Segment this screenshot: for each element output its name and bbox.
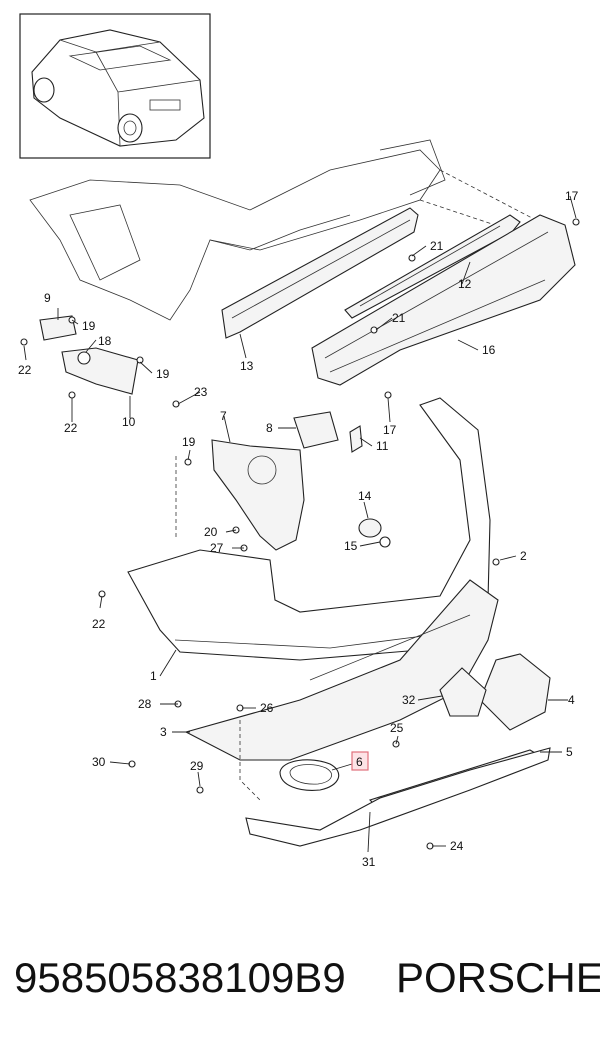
fasteners (20, 218, 580, 850)
callout-7: 7 (220, 409, 227, 423)
callout-16: 16 (482, 343, 496, 357)
callout-22-b: 22 (64, 421, 78, 435)
callout-5: 5 (566, 745, 573, 759)
callout-21-top: 21 (430, 239, 444, 253)
callout-30: 30 (92, 755, 106, 769)
callout-18: 18 (98, 334, 112, 348)
callout-31: 31 (362, 855, 376, 869)
callout-12: 12 (458, 277, 472, 291)
callout-24: 24 (450, 839, 464, 853)
callout-2: 2 (520, 549, 527, 563)
callout-20: 20 (204, 525, 218, 539)
callout-labels: 17 21 12 21 16 13 17 9 19 22 18 19 23 22… (18, 189, 579, 869)
part-number: 958505838109B9 (14, 954, 346, 1001)
part-12-bracket-rail (344, 214, 521, 319)
leader-lines (23, 195, 577, 853)
callout-15: 15 (344, 539, 358, 553)
part-15-grommet (379, 536, 391, 548)
callout-32: 32 (402, 693, 416, 707)
part-32-bracket (439, 667, 487, 717)
callout-10: 10 (122, 415, 136, 429)
callout-17-top: 17 (565, 189, 579, 203)
callout-17-lower: 17 (383, 423, 397, 437)
callout-1: 1 (150, 669, 157, 683)
part-4-trim (479, 653, 551, 731)
part-7-side-bracket (211, 439, 305, 551)
callout-19-c: 19 (182, 435, 196, 449)
highlight-box (351, 751, 369, 771)
callout-29: 29 (190, 759, 204, 773)
callout-19-a: 19 (82, 319, 96, 333)
callout-19-b: 19 (156, 367, 170, 381)
part-11-clip (349, 425, 363, 453)
callout-14: 14 (358, 489, 372, 503)
callout-27: 27 (210, 541, 224, 555)
part-3-diffuser (184, 579, 499, 761)
callout-28: 28 (138, 697, 152, 711)
part-10-guide-bracket (61, 347, 139, 395)
callout-4: 4 (568, 693, 575, 707)
callout-3: 3 (160, 725, 167, 739)
part-8-reflector-frame (293, 411, 339, 449)
parts-diagram: 17 21 12 21 16 13 17 9 19 22 18 19 23 22… (18, 13, 580, 869)
callout-8: 8 (266, 421, 273, 435)
part-6-exhaust-trim (279, 759, 340, 791)
part-16-bumper-carrier (311, 214, 576, 386)
callout-9: 9 (44, 291, 51, 305)
callout-22-a: 22 (18, 363, 32, 377)
brand-name: PORSCHE (396, 954, 600, 1001)
vehicle-thumbnail (19, 13, 211, 159)
callout-11: 11 (376, 439, 389, 453)
callout-22-c: 22 (92, 617, 106, 631)
callout-26: 26 (260, 701, 274, 715)
callout-23: 23 (194, 385, 208, 399)
part-31-lower-panel (245, 747, 551, 847)
part-9-bracket (39, 315, 77, 341)
part-14-sensor (358, 518, 382, 538)
callout-13: 13 (240, 359, 254, 373)
callout-21-lower: 21 (392, 311, 406, 325)
callout-25: 25 (390, 721, 404, 735)
callout-6-highlighted: 6 (356, 755, 363, 769)
part-13-impact-bar (221, 207, 419, 339)
